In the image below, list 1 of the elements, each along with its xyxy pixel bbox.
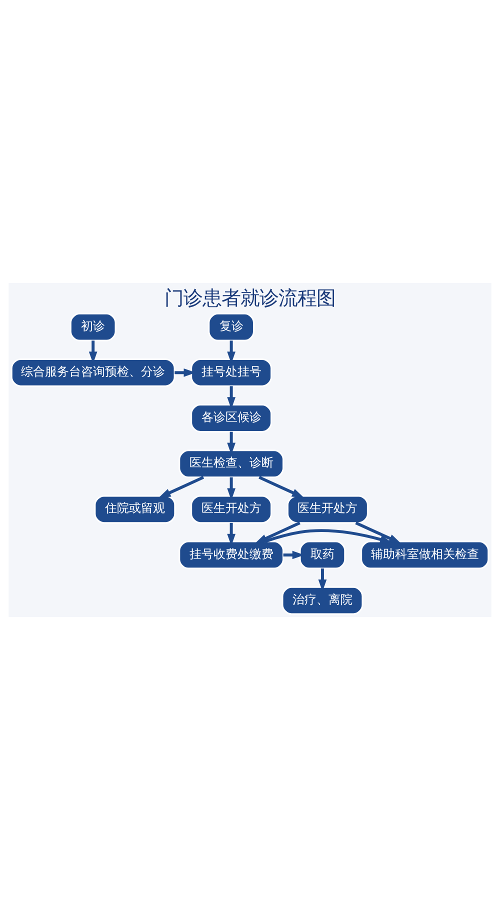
diagram-title: 门诊患者就诊流程图	[164, 286, 336, 310]
